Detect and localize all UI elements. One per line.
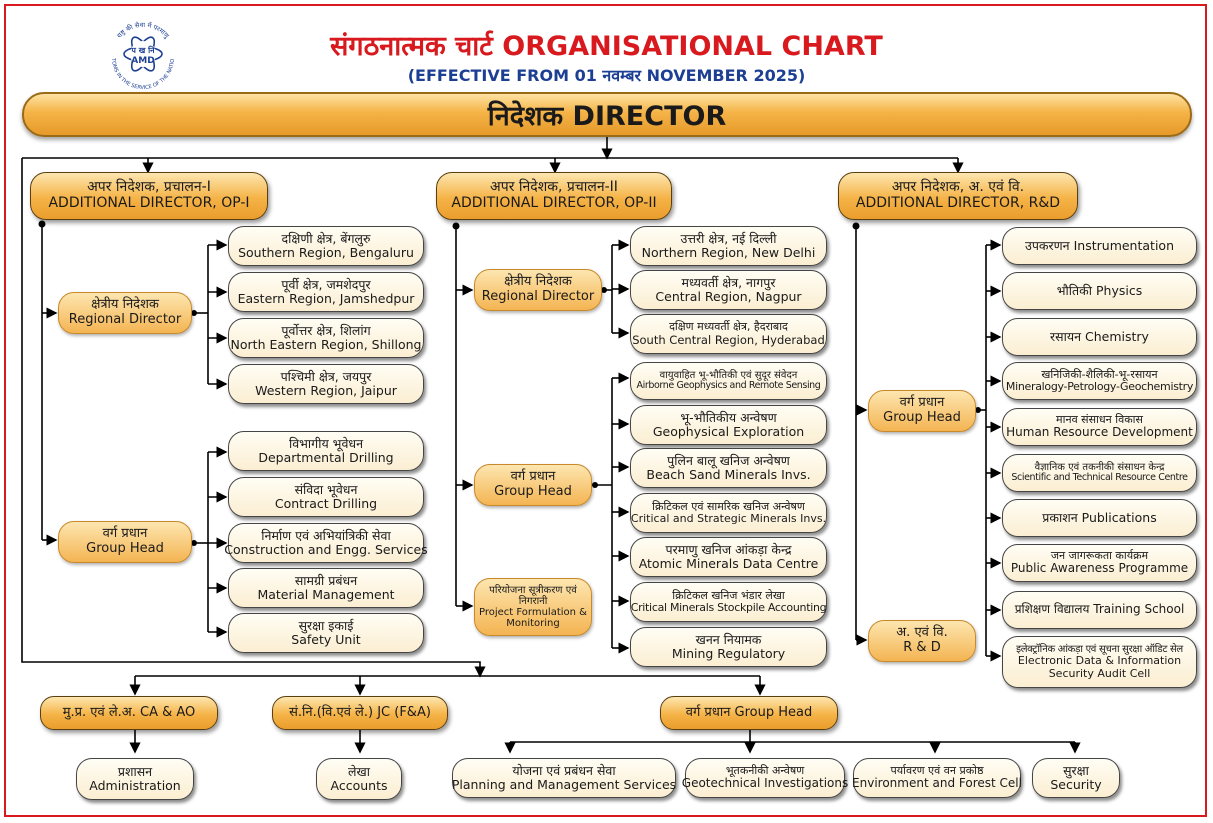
page-title: संगठनात्मक चार्ट ORGANISATIONAL CHART [330, 31, 883, 62]
rd-training-school: प्रशिक्षण विद्यालय Training School [1002, 591, 1197, 629]
additional-director-rd: अपर निदेशक, अ. एवं वि. ADDITIONAL DIRECT… [838, 172, 1078, 220]
op1-group-head: वर्ग प्रधान Group Head [58, 521, 192, 563]
rd-publications: प्रकाशन Publications [1002, 499, 1197, 537]
page-subtitle: (EFFECTIVE FROM 01 नवम्बर NOVEMBER 2025) [407, 66, 806, 85]
rd-instrumentation: उपकरणन Instrumentation [1002, 227, 1197, 265]
op2-project-formulation: परियोजना सूत्रीकरण एवं निगरानी Project F… [474, 578, 592, 636]
op2-regional-director: क्षेत्रीय निदेशक Regional Director [474, 269, 602, 311]
page-border [4, 4, 1207, 817]
op2-critical-minerals-stockpile: क्रिटिकल खनिज भंडार लेखाCritical Mineral… [630, 582, 827, 622]
security: सुरक्षाSecurity [1032, 758, 1120, 798]
op1-construction-engg: निर्माण एवं अभियांत्रिकी सेवाConstructio… [224, 523, 428, 563]
rd-electronic-data-security-audit-cell: इलेक्ट्रॉनिक आंकड़ा एवं सूचना सुरक्षा ऑड… [1002, 636, 1197, 688]
rd-group-head: वर्ग प्रधान Group Head [868, 390, 976, 432]
rd-physics: भौतिकी Physics [1002, 272, 1197, 310]
additional-director-op1: अपर निदेशक, प्रचालन-I ADDITIONAL DIRECTO… [30, 172, 268, 220]
op2-group-head: वर्ग प्रधान Group Head [474, 464, 592, 506]
director-bar: निदेशक DIRECTOR [22, 92, 1192, 137]
planning-management-services: योजना एवं प्रबंधन सेवाPlanning and Manag… [452, 758, 676, 798]
bottom-group-head: वर्ग प्रधान Group Head [660, 696, 838, 730]
jc-fa-head: सं.नि.(वि.एवं ले.) JC (F&A) [272, 696, 448, 730]
op2-region-northern: उत्तरी क्षेत्र, नई दिल्लीNorthern Region… [630, 226, 827, 266]
op1-region-southern: दक्षिणी क्षेत्र, बेंगलुरुSouthern Region… [228, 226, 424, 266]
accounts: लेखाAccounts [316, 758, 402, 800]
rd-node: अ. एवं वि. R & D [868, 620, 976, 662]
svg-text:AMD: AMD [131, 56, 154, 66]
ca-ao-head: मु.प्र. एवं ले.अ. CA & AO [40, 696, 218, 730]
op1-regional-director: क्षेत्रीय निदेशक Regional Director [58, 292, 192, 334]
rd-chemistry: रसायन Chemistry [1002, 318, 1197, 356]
svg-text:प ख नि: प ख नि [130, 45, 155, 55]
amd-logo: राष्ट्र की सेवा में परमाणु ATOMS IN THE … [104, 18, 176, 90]
additional-director-op2: अपर निदेशक, प्रचालन-II ADDITIONAL DIRECT… [436, 172, 672, 220]
